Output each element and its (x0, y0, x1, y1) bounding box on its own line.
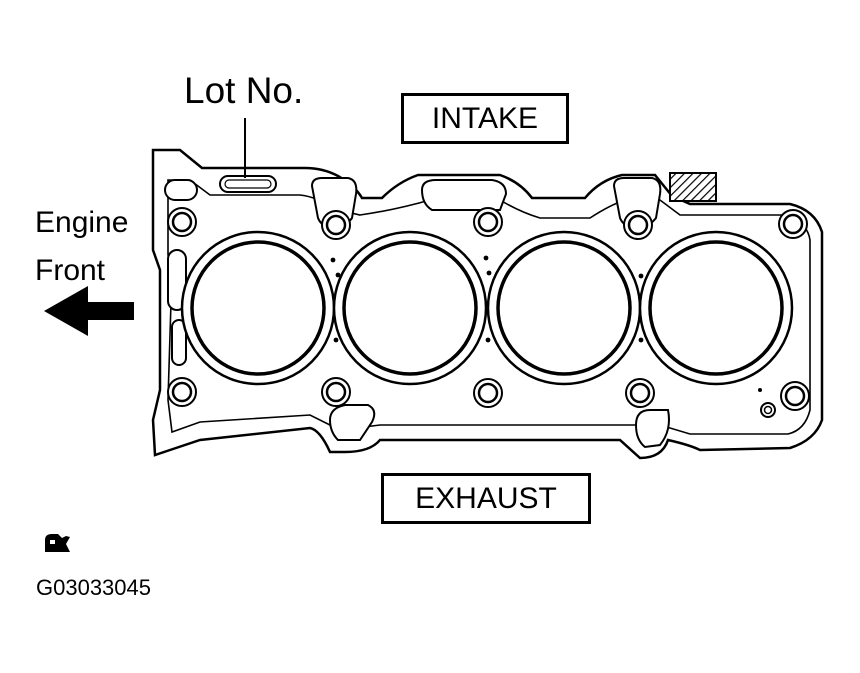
exhaust-label-box: EXHAUST (381, 473, 591, 524)
intake-label: INTAKE (431, 101, 539, 135)
camera-icon (45, 534, 70, 552)
head-bolt-holes (167, 207, 810, 418)
engine-label: Engine (35, 206, 129, 239)
front-label: Front (35, 254, 106, 287)
figure-code: G03033045 (36, 575, 151, 600)
exhaust-side-openings (328, 404, 670, 449)
cylinder-bores (180, 230, 794, 386)
left-side-slots (167, 249, 187, 366)
exhaust-label: EXHAUST (415, 481, 557, 515)
lot-number-slot (219, 175, 277, 193)
intake-label-box: INTAKE (401, 93, 569, 144)
lot-number-label: Lot No. (184, 70, 304, 111)
engine-front-arrow-icon (44, 286, 134, 336)
small-holes (330, 255, 762, 392)
lot-number-slot-inner (224, 179, 272, 189)
hatched-tab (669, 172, 717, 202)
